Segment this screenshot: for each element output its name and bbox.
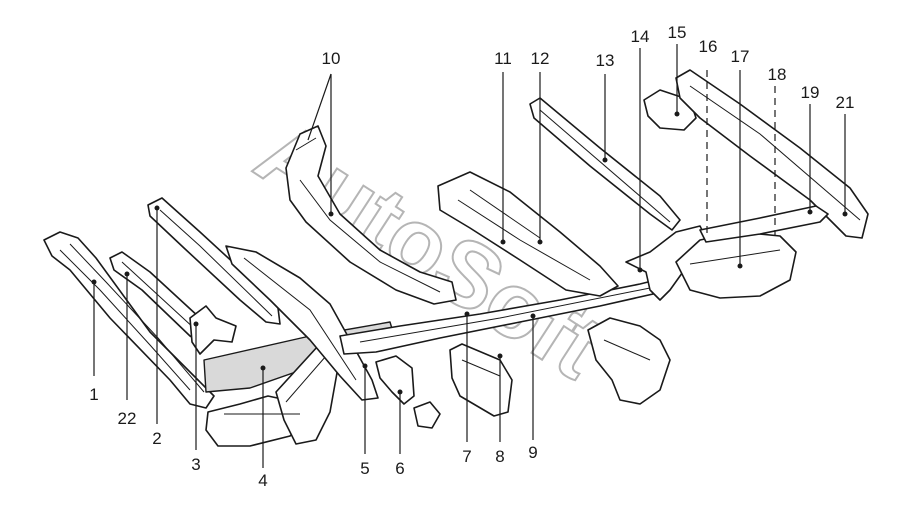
part-3-gusset — [189, 305, 237, 355]
callout-9: 9 — [528, 443, 537, 462]
callout-2: 2 — [152, 429, 161, 448]
callout-3: 3 — [191, 455, 200, 474]
part-1-front-side-member — [43, 231, 215, 409]
callout-22: 22 — [118, 409, 137, 428]
callout-13: 13 — [596, 51, 615, 70]
callout-7: 7 — [462, 447, 471, 466]
callout-11: 11 — [494, 49, 512, 68]
callout-15: 15 — [668, 23, 687, 42]
callout-16: 16 — [699, 37, 718, 56]
callout-1: 1 — [89, 385, 98, 404]
leader-lines — [93, 44, 846, 468]
part-19-rear-bar — [699, 205, 829, 243]
part-5-bracket — [225, 245, 379, 401]
part-13-diagonal-bar — [529, 97, 681, 231]
part-rear-right-bracket — [587, 317, 671, 405]
part-2-rail — [147, 197, 281, 325]
callout-10: 10 — [322, 49, 341, 68]
callout-12: 12 — [531, 49, 550, 68]
part-6-bracket — [375, 355, 441, 429]
callout-4: 4 — [258, 471, 267, 490]
callout-8: 8 — [495, 447, 504, 466]
callout-18: 18 — [768, 65, 787, 84]
callout-5: 5 — [360, 459, 369, 478]
callout-19: 19 — [801, 83, 820, 102]
callout-6: 6 — [395, 459, 404, 478]
callout-21: 21 — [836, 93, 855, 112]
part-10-tunnel-member — [285, 125, 457, 305]
callout-14: 14 — [631, 27, 650, 46]
leader-dots — [91, 111, 848, 395]
part-8-plate — [449, 343, 513, 417]
callout-17: 17 — [731, 47, 750, 66]
